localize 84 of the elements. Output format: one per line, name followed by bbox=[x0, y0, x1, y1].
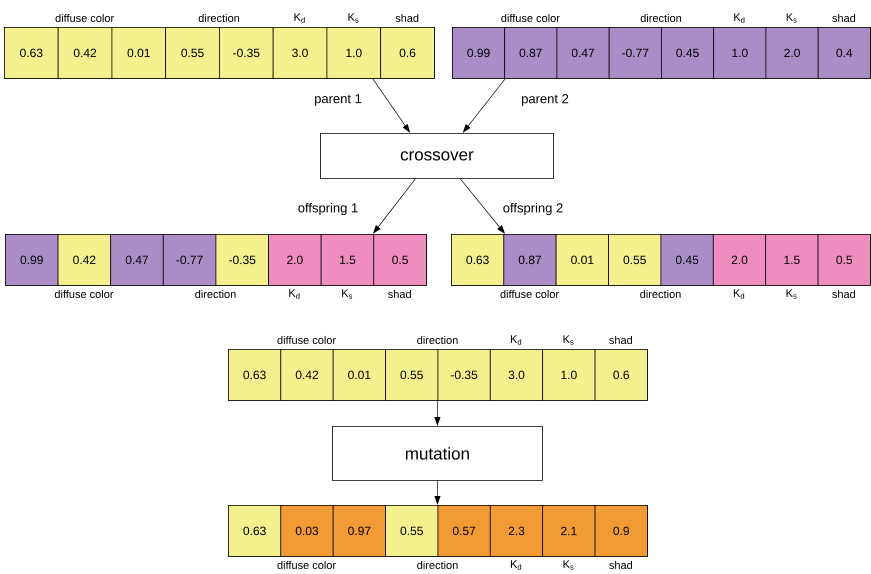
gene-label: direction bbox=[640, 14, 682, 22]
gene-cell: 0.5 bbox=[373, 234, 427, 286]
gene-label: direction bbox=[417, 560, 458, 570]
gene-label: direction bbox=[195, 290, 236, 298]
gene-label: diffuse color bbox=[501, 14, 560, 22]
gene-cell: -0.35 bbox=[219, 27, 274, 79]
gene-label: shad bbox=[396, 14, 418, 22]
gene-cell: 0.01 bbox=[112, 27, 166, 79]
gene-cell: -0.77 bbox=[162, 234, 216, 286]
gene-cell: 1.5 bbox=[765, 234, 818, 286]
gene-cell: 1.0 bbox=[326, 27, 382, 79]
gene-cell: 0.6 bbox=[380, 27, 435, 79]
gene-cell: 0.99 bbox=[452, 27, 506, 79]
gene-label: diffuse color bbox=[500, 290, 559, 298]
edge-label: parent 2 bbox=[520, 93, 570, 107]
gene-cell: 2.0 bbox=[268, 234, 322, 286]
gene-cell: 1.0 bbox=[713, 27, 766, 79]
gene-cell: 2.0 bbox=[766, 27, 819, 79]
gene-cell: 0.01 bbox=[556, 234, 609, 286]
gene-label: K$_{s}$ bbox=[564, 335, 574, 345]
gene-label: direction bbox=[198, 14, 240, 22]
gene-cell: 0.55 bbox=[385, 505, 438, 557]
gene-cell: 1.0 bbox=[542, 349, 596, 401]
gene-cell: -0.35 bbox=[216, 234, 269, 286]
process-box: crossover bbox=[320, 133, 554, 179]
gene-cell: -0.77 bbox=[608, 27, 662, 79]
gene-cell: 0.97 bbox=[332, 505, 386, 557]
gene-cell: 0.47 bbox=[110, 234, 164, 286]
gene-cell: 0.9 bbox=[594, 505, 648, 557]
edge-label: offspring 2 bbox=[502, 202, 564, 216]
gene-cell: 0.6 bbox=[594, 349, 648, 401]
gene-cell: 0.4 bbox=[818, 27, 871, 79]
gene-cell: 2.0 bbox=[712, 234, 766, 286]
gene-label: diffuse color bbox=[56, 14, 114, 22]
edge-label: offspring 1 bbox=[296, 202, 360, 216]
gene-cell: 1.5 bbox=[320, 234, 374, 286]
gene-label: K$_{s}$ bbox=[348, 13, 358, 23]
gene-cell: 0.63 bbox=[451, 234, 504, 286]
gene-cell: 2.1 bbox=[542, 505, 596, 557]
gene-cell: 0.55 bbox=[608, 234, 662, 286]
gene-cell: 0.45 bbox=[660, 234, 714, 286]
gene-label: K$_{d}$ bbox=[289, 289, 300, 299]
gene-label: diffuse color bbox=[277, 560, 336, 570]
gene-cell: 0.63 bbox=[4, 27, 59, 79]
gene-cell: 2.3 bbox=[490, 505, 544, 557]
gene-label: K$_{d}$ bbox=[734, 289, 744, 299]
gene-label: shad bbox=[832, 14, 856, 22]
gene-label: shad bbox=[832, 290, 856, 298]
gene-label: K$_{d}$ bbox=[510, 560, 522, 570]
gene-label: K$_{s}$ bbox=[342, 289, 352, 299]
process-box: mutation bbox=[332, 426, 543, 481]
gene-label: direction bbox=[417, 336, 458, 344]
gene-cell: 0.87 bbox=[503, 234, 557, 286]
gene-cell: 3.0 bbox=[490, 349, 544, 401]
gene-label: diffuse color bbox=[54, 290, 114, 298]
gene-cell: 0.47 bbox=[556, 27, 610, 79]
edge-label: parent 1 bbox=[313, 93, 363, 107]
gene-label: K$_{s}$ bbox=[786, 289, 797, 299]
gene-cell: 0.45 bbox=[661, 27, 714, 79]
gene-cell: 0.42 bbox=[58, 27, 112, 79]
gene-cell: 0.57 bbox=[438, 505, 491, 557]
gene-cell: -0.35 bbox=[438, 349, 491, 401]
gene-cell: 0.5 bbox=[818, 234, 871, 286]
gene-cell: 0.55 bbox=[165, 27, 220, 79]
gene-cell: 0.63 bbox=[228, 505, 282, 557]
gene-label: shad bbox=[609, 336, 632, 344]
gene-cell: 0.55 bbox=[385, 349, 438, 401]
gene-cell: 0.03 bbox=[280, 505, 334, 557]
gene-cell: 0.63 bbox=[228, 349, 282, 401]
gene-label: shad bbox=[609, 560, 632, 570]
gene-cell: 0.01 bbox=[332, 349, 386, 401]
gene-cell: 0.42 bbox=[58, 234, 112, 286]
gene-cell: 0.42 bbox=[280, 349, 334, 401]
gene-label: K$_{s}$ bbox=[564, 560, 574, 570]
gene-label: K$_{d}$ bbox=[734, 13, 744, 23]
gene-label: K$_{d}$ bbox=[294, 13, 305, 23]
gene-label: shad bbox=[388, 290, 411, 298]
gene-cell: 0.87 bbox=[504, 27, 558, 79]
gene-cell: 0.99 bbox=[5, 234, 58, 286]
gene-label: diffuse color bbox=[277, 336, 336, 344]
gene-label: direction bbox=[640, 290, 681, 298]
gene-label: K$_{s}$ bbox=[786, 13, 797, 23]
gene-label: K$_{d}$ bbox=[510, 335, 522, 345]
gene-cell: 3.0 bbox=[272, 27, 328, 79]
